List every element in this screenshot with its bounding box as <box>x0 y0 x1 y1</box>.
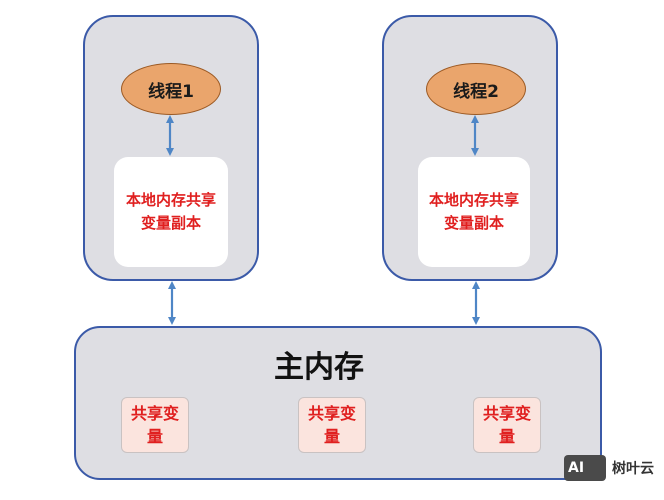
shared-variable-3: 共享变量 <box>473 397 541 453</box>
watermark-logo: AI <box>564 455 606 481</box>
shared-variable-1: 共享变量 <box>121 397 189 453</box>
thread-1-ellipse: 线程1 <box>121 63 221 115</box>
thread-2-ellipse: 线程2 <box>426 63 526 115</box>
thread-1-local-memory: 本地内存共享变量副本 <box>114 157 228 267</box>
watermark: AI 树叶云 <box>564 455 654 481</box>
main-memory-title: 主内存 <box>274 350 364 385</box>
shared-variable-2: 共享变量 <box>298 397 366 453</box>
thread-2-local-memory: 本地内存共享变量副本 <box>418 157 530 267</box>
watermark-text: 树叶云 <box>612 461 654 477</box>
